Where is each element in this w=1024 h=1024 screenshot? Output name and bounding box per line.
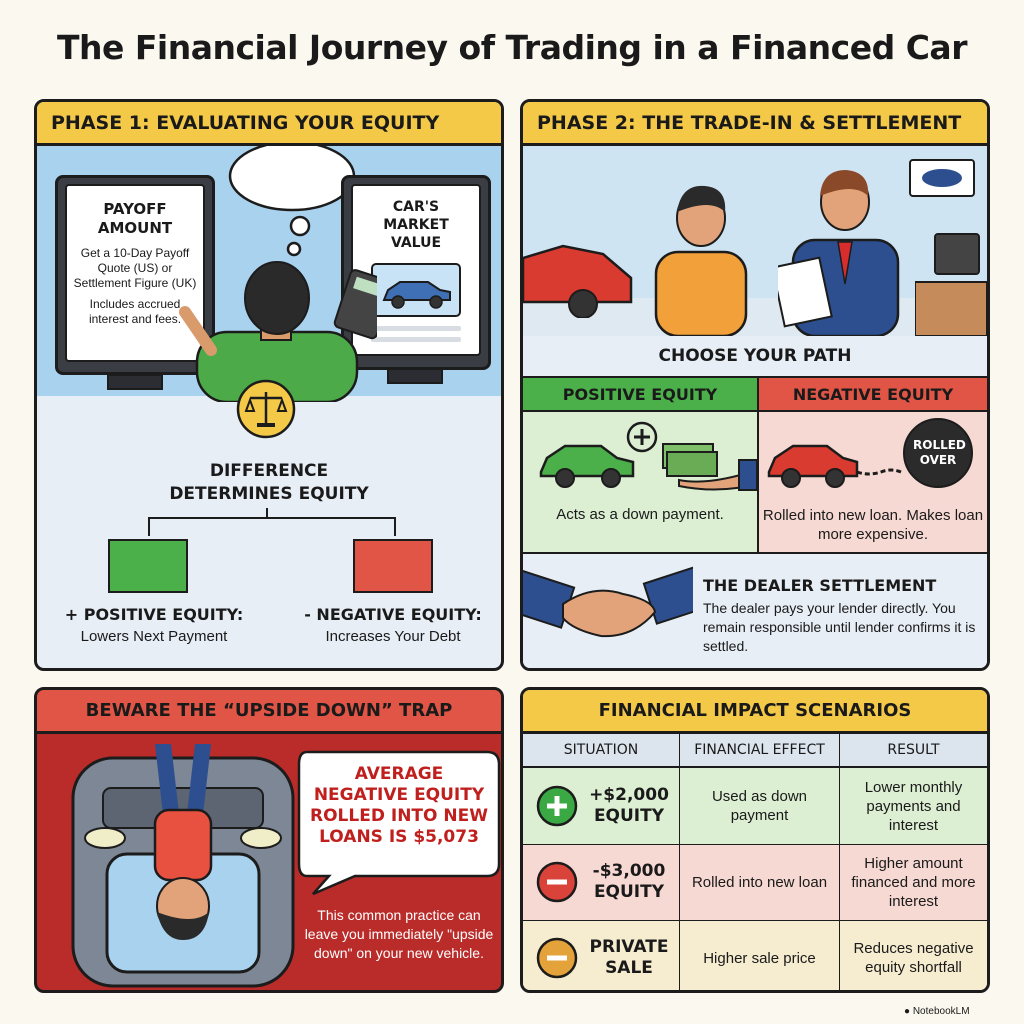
chained-car-icon [767, 444, 902, 488]
negative-equity-tab: NEGATIVE EQUITY [757, 376, 987, 412]
plus-circle-icon [626, 421, 658, 453]
upside-down-car-icon [71, 744, 295, 988]
rolled-over-label: ROLLED OVER [913, 438, 966, 467]
difference-label: DIFFERENCE DETERMINES EQUITY [169, 461, 369, 504]
positive-equity-desc: Lowers Next Payment [80, 628, 228, 645]
phase1-header: PHASE 1: EVALUATING YOUR EQUITY [37, 102, 501, 146]
car-listing-icon [371, 263, 461, 317]
monitor-stand-left [107, 374, 163, 390]
brand-text: NotebookLM [912, 1006, 970, 1017]
negative-equity-desc: Increases Your Debt [325, 628, 461, 645]
positive-equity-tab: POSITIVE EQUITY [523, 376, 757, 412]
cell-result: Reduces negative equity shortfall [839, 920, 987, 990]
dealer-settlement-title: THE DEALER SETTLEMENT [703, 576, 937, 595]
showroom-floor [523, 298, 987, 336]
plus-icon [536, 785, 578, 827]
cell-situation: -$3,000 EQUITY [592, 861, 666, 902]
phase1-panel: PHASE 1: EVALUATING YOUR EQUITY PAYOFF A… [34, 99, 504, 671]
column-header: RESULT [839, 734, 987, 768]
column-header: SITUATION [523, 734, 679, 768]
dealer-settlement-desc: The dealer pays your lender directly. Yo… [703, 600, 976, 654]
phase2-panel: PHASE 2: THE TRADE-IN & SETTLEMENT CHOOS… [520, 99, 990, 671]
cell-situation: PRIVATE SALE [589, 937, 669, 978]
person-evaluating-icon [179, 261, 377, 402]
cell-result: Higher amount financed and more interest [839, 844, 987, 920]
minus-icon [536, 861, 578, 903]
phase2-header: PHASE 2: THE TRADE-IN & SETTLEMENT [523, 102, 987, 146]
cell-result: Lower monthly payments and interest [839, 768, 987, 844]
trap-panel: BEWARE THE “UPSIDE DOWN” TRAP AVERAGE NE… [34, 687, 504, 993]
brand-label: ● NotebookLM [904, 1006, 970, 1017]
cell-effect: Used as down payment [679, 768, 839, 844]
market-value-title: CAR'S MARKET VALUE [383, 199, 449, 251]
customer-icon [654, 185, 748, 336]
page-title: The Financial Journey of Trading in a Fi… [57, 28, 967, 67]
payoff-screen: PAYOFF AMOUNT Get a 10-Day Payoff Quote … [65, 184, 205, 362]
positive-equity-swatch [108, 539, 188, 593]
negative-path-desc: Rolled into new loan. Makes loan more ex… [762, 507, 984, 543]
scenarios-header: FINANCIAL IMPACT SCENARIOS [523, 690, 987, 734]
cell-situation: +$2,000 EQUITY [589, 785, 669, 826]
cell-effect: Rolled into new loan [679, 844, 839, 920]
cash-hand-icon [662, 443, 757, 491]
desk-monitor-icon [915, 233, 987, 336]
monitor-stand-right [387, 368, 443, 384]
negative-equity-label: - NEGATIVE EQUITY: [304, 605, 482, 624]
minus-icon [536, 937, 578, 979]
cell-effect: Higher sale price [679, 920, 839, 990]
speech-bubble-icon [297, 750, 501, 896]
notebooklm-icon: ● [904, 1006, 911, 1017]
choose-path-label: CHOOSE YOUR PATH [523, 336, 987, 376]
positive-equity-label: + POSITIVE EQUITY: [64, 605, 244, 624]
salesman-icon [778, 170, 900, 336]
table-row [523, 768, 987, 844]
positive-path-desc: Acts as a down payment. [556, 506, 724, 523]
table-row [523, 920, 987, 990]
trap-header: BEWARE THE “UPSIDE DOWN” TRAP [37, 690, 501, 734]
ball-and-chain-icon: ROLLED OVER [903, 418, 973, 488]
table-row [523, 844, 987, 920]
trap-description: This common practice can leave you immed… [304, 907, 494, 961]
branch-connector [148, 508, 396, 536]
scales-icon [236, 379, 296, 439]
dealer-sign-icon [909, 159, 975, 197]
payoff-note: Includes accrued interest and fees. [88, 297, 182, 326]
red-car-icon [523, 244, 633, 318]
column-header: FINANCIAL EFFECT [679, 734, 839, 768]
payoff-title: PAYOFF AMOUNT [97, 200, 173, 237]
negative-equity-stat: AVERAGE NEGATIVE EQUITY ROLLED INTO NEW … [310, 764, 488, 847]
handshake-icon [523, 565, 693, 638]
payoff-description: Get a 10-Day Payoff Quote (US) or Settle… [73, 246, 197, 290]
green-car-icon [539, 444, 635, 488]
negative-equity-swatch [353, 539, 433, 593]
